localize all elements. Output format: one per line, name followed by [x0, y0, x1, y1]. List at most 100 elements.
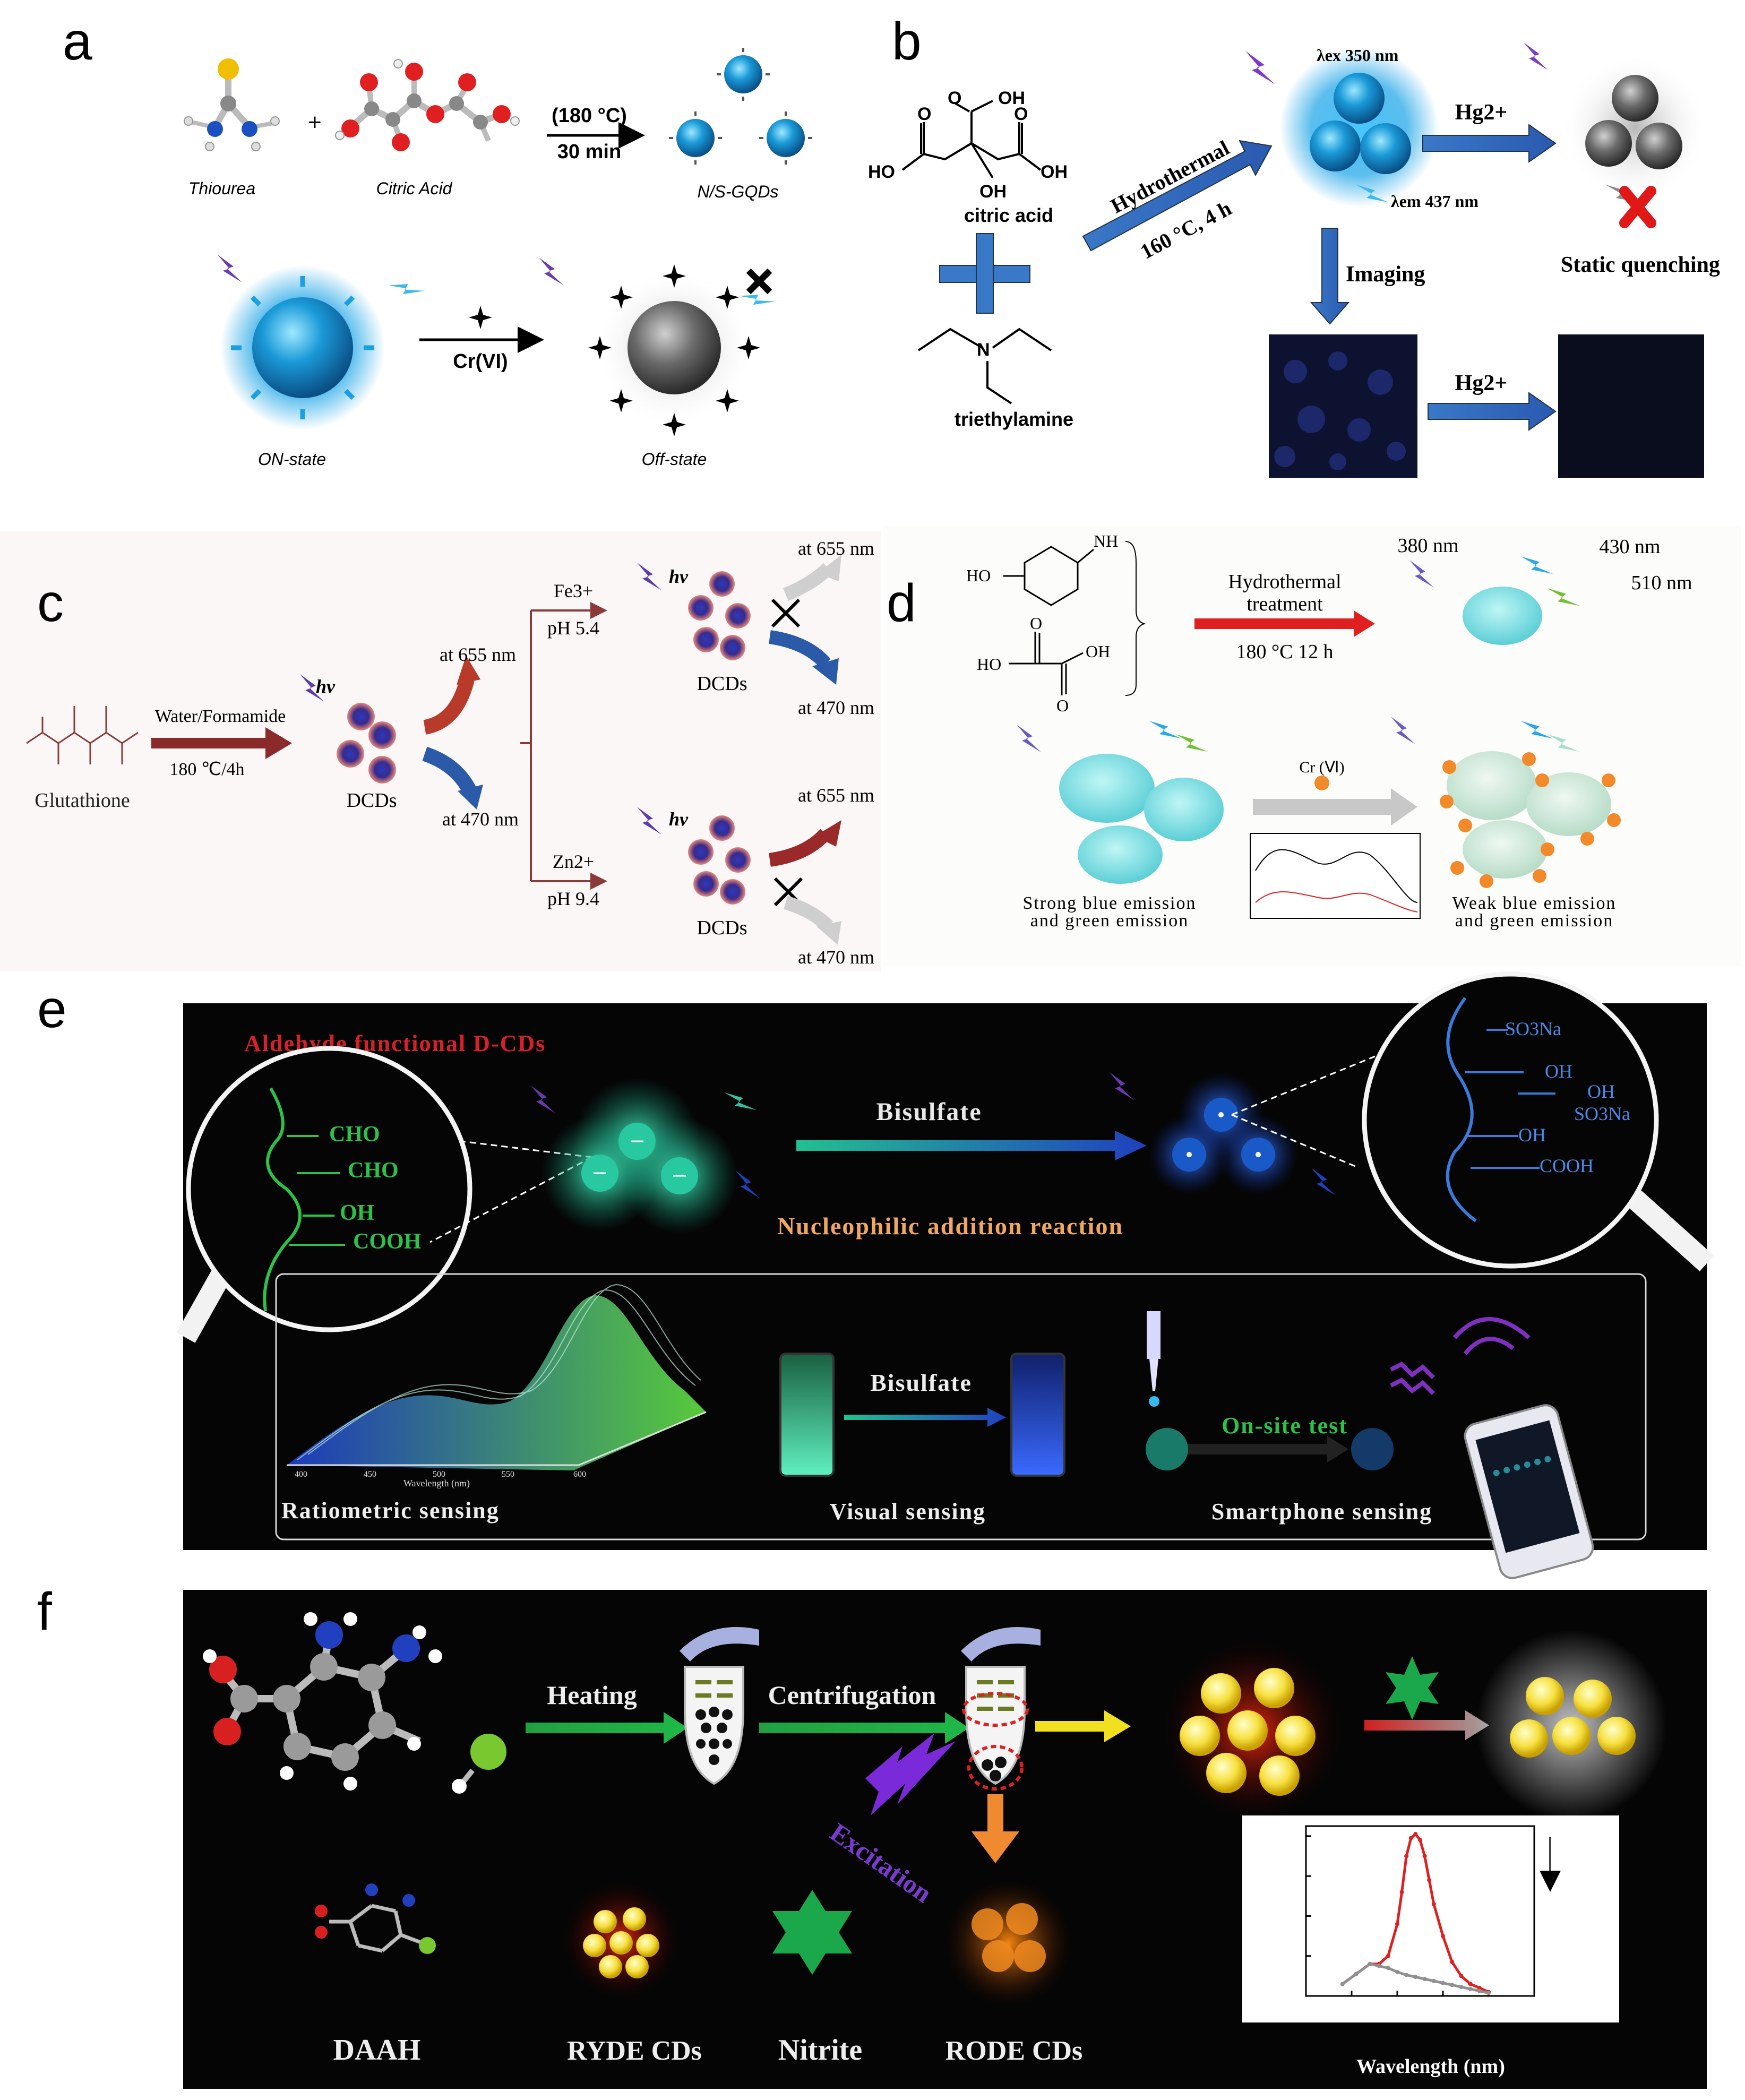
y-tick-label: 200: [1276, 1948, 1300, 1965]
spec-tick: 500: [433, 1470, 445, 1479]
label-470-c1: at 470 nm: [442, 808, 519, 830]
label-ph2: pH 9.4: [547, 888, 599, 909]
fl-point: [1413, 1975, 1418, 1979]
plus-icon: [939, 233, 1030, 314]
legend-rode-cds: RODE CDs: [945, 2036, 1083, 2066]
label-510: 510 nm: [1631, 572, 1692, 594]
fl-point: [1427, 1878, 1432, 1882]
label-temp-c: 180 ℃/4h: [169, 760, 244, 779]
atom-o: O: [917, 104, 931, 124]
label-hv-zn: hv: [669, 808, 689, 830]
fl-point: [1340, 1982, 1345, 1986]
cell-image-dark: [1558, 334, 1704, 478]
fl-point: [1441, 1934, 1445, 1939]
panel-b: b O OH O O HO OH OH citric acid N tr: [868, 12, 1720, 478]
legend-nitrite: Nitrite: [778, 2034, 863, 2067]
label-ph1: pH 5.4: [547, 617, 599, 639]
heating-arrow: [526, 1712, 687, 1744]
atom-oh: OH: [1086, 642, 1110, 661]
label-hv-fe: hv: [669, 566, 689, 587]
nsgqd-dots: [669, 48, 812, 165]
condition-hydrothermal-d: Hydrothermal: [1228, 571, 1341, 593]
fl-point: [1422, 1977, 1427, 1981]
y-tick-label: 800: [1276, 1828, 1300, 1845]
panel-letter-c: c: [37, 573, 64, 633]
fl-point: [1386, 1953, 1390, 1958]
spec-tick: 550: [502, 1470, 514, 1479]
panel-letter-e: e: [37, 979, 67, 1039]
panel-c: c Glutathione Water/Formamide 180 ℃/4h h…: [0, 531, 881, 971]
fl-point: [1395, 1922, 1399, 1926]
blocked-x-icon: [771, 598, 801, 628]
label-zn: Zn2+: [553, 851, 594, 872]
zoom-line: [1231, 1114, 1360, 1169]
label-lambda-ex: λex 350 nm: [1317, 46, 1399, 65]
atom-o: O: [1014, 104, 1028, 124]
panel-d: d NH HO O O HO OH Hydrothermal treatment…: [884, 526, 1741, 966]
group-so3na-2: SO3Na: [1574, 1103, 1630, 1124]
glowing-cds: [1279, 48, 1439, 207]
excitation-bolt-icon: [218, 255, 242, 282]
spectrum-ticks: 400 450 500 550 600: [295, 1470, 586, 1479]
fl-point: [1450, 1960, 1455, 1964]
fl-point: [1459, 1974, 1464, 1978]
nitrite-treated-cds: [1476, 1630, 1667, 1821]
y-tick-label: 400: [1276, 1907, 1300, 1925]
fl-point: [1395, 1969, 1399, 1974]
atom-ho: HO: [966, 566, 991, 585]
label-ratiometric: Ratiometric sensing: [281, 1497, 500, 1524]
condition-temp: (180 °C): [552, 105, 627, 127]
group-oh-1: OH: [1545, 1061, 1572, 1082]
label-655-zn: at 655 nm: [798, 785, 874, 806]
fl-point: [1422, 1854, 1427, 1858]
y-tick-label: 600: [1276, 1867, 1300, 1885]
triethylamine-structure: [917, 328, 1052, 404]
precipitate-arrow: [972, 1794, 1019, 1863]
smartphone-icon: [1464, 1404, 1594, 1579]
dcds-cluster-1: [337, 703, 396, 784]
label-heating: Heating: [547, 1680, 637, 1710]
atom-nh2: NH: [1094, 531, 1118, 550]
emission-arrowhead-blue: [458, 785, 483, 810]
fl-point: [1377, 1964, 1381, 1968]
panel-letter-b: b: [892, 12, 922, 71]
imaging-arrow: [1310, 228, 1350, 325]
thiourea-molecule: [184, 58, 280, 151]
fl-point: [1368, 1961, 1372, 1966]
label-centrifugation: Centrifugation: [768, 1680, 936, 1710]
fl-series-line: [1342, 1963, 1489, 1994]
zoom-line: [429, 1156, 592, 1243]
reactant-brace: [1125, 541, 1146, 696]
atom-oh: OH: [1041, 162, 1068, 182]
bisulfate-arrow: [796, 1131, 1147, 1160]
zoom-line: [1231, 1055, 1376, 1116]
panel-letter-a: a: [63, 12, 92, 71]
fl-point: [1477, 1989, 1482, 1993]
label-smartphone: Smartphone sensing: [1211, 1499, 1432, 1525]
label-470-zn: at 470 nm: [798, 946, 874, 968]
label-hg: Hg2+: [1455, 100, 1508, 125]
daah-molecule-small: [315, 1883, 436, 1954]
label-dcds-zn: DCDs: [697, 917, 747, 939]
label-lambda-em: λem 437 nm: [1391, 192, 1478, 211]
label-onsite: On-site test: [1222, 1413, 1348, 1439]
label-citric-acid-b: citric acid: [964, 204, 1053, 226]
label-strong-1: Strong blue emission: [1022, 893, 1196, 913]
group-cho-1: CHO: [329, 1122, 380, 1147]
spec-xlabel: Wavelength (nm): [403, 1478, 470, 1489]
crvi-star-icon: [469, 306, 492, 329]
vial-blue: [1010, 1353, 1065, 1477]
label-static-quenching: Static quenching: [1561, 253, 1720, 277]
strong-cds: [1059, 754, 1224, 884]
atom-ho: HO: [977, 655, 1001, 674]
rode-cds-small: [945, 1879, 1072, 2007]
quench-arrow-d: [1253, 788, 1417, 825]
inset-spectrum-d: [1250, 833, 1421, 919]
group-so3na-1: SO3Na: [1505, 1018, 1561, 1039]
label-nsgqds: N/S-GQDs: [698, 182, 779, 201]
atom-oh: OH: [979, 182, 1007, 202]
applications-box: [275, 1273, 1647, 1540]
condition-time-d: 180 °C 12 h: [1236, 641, 1333, 663]
nitrite-star-icon: [1386, 1656, 1439, 1720]
